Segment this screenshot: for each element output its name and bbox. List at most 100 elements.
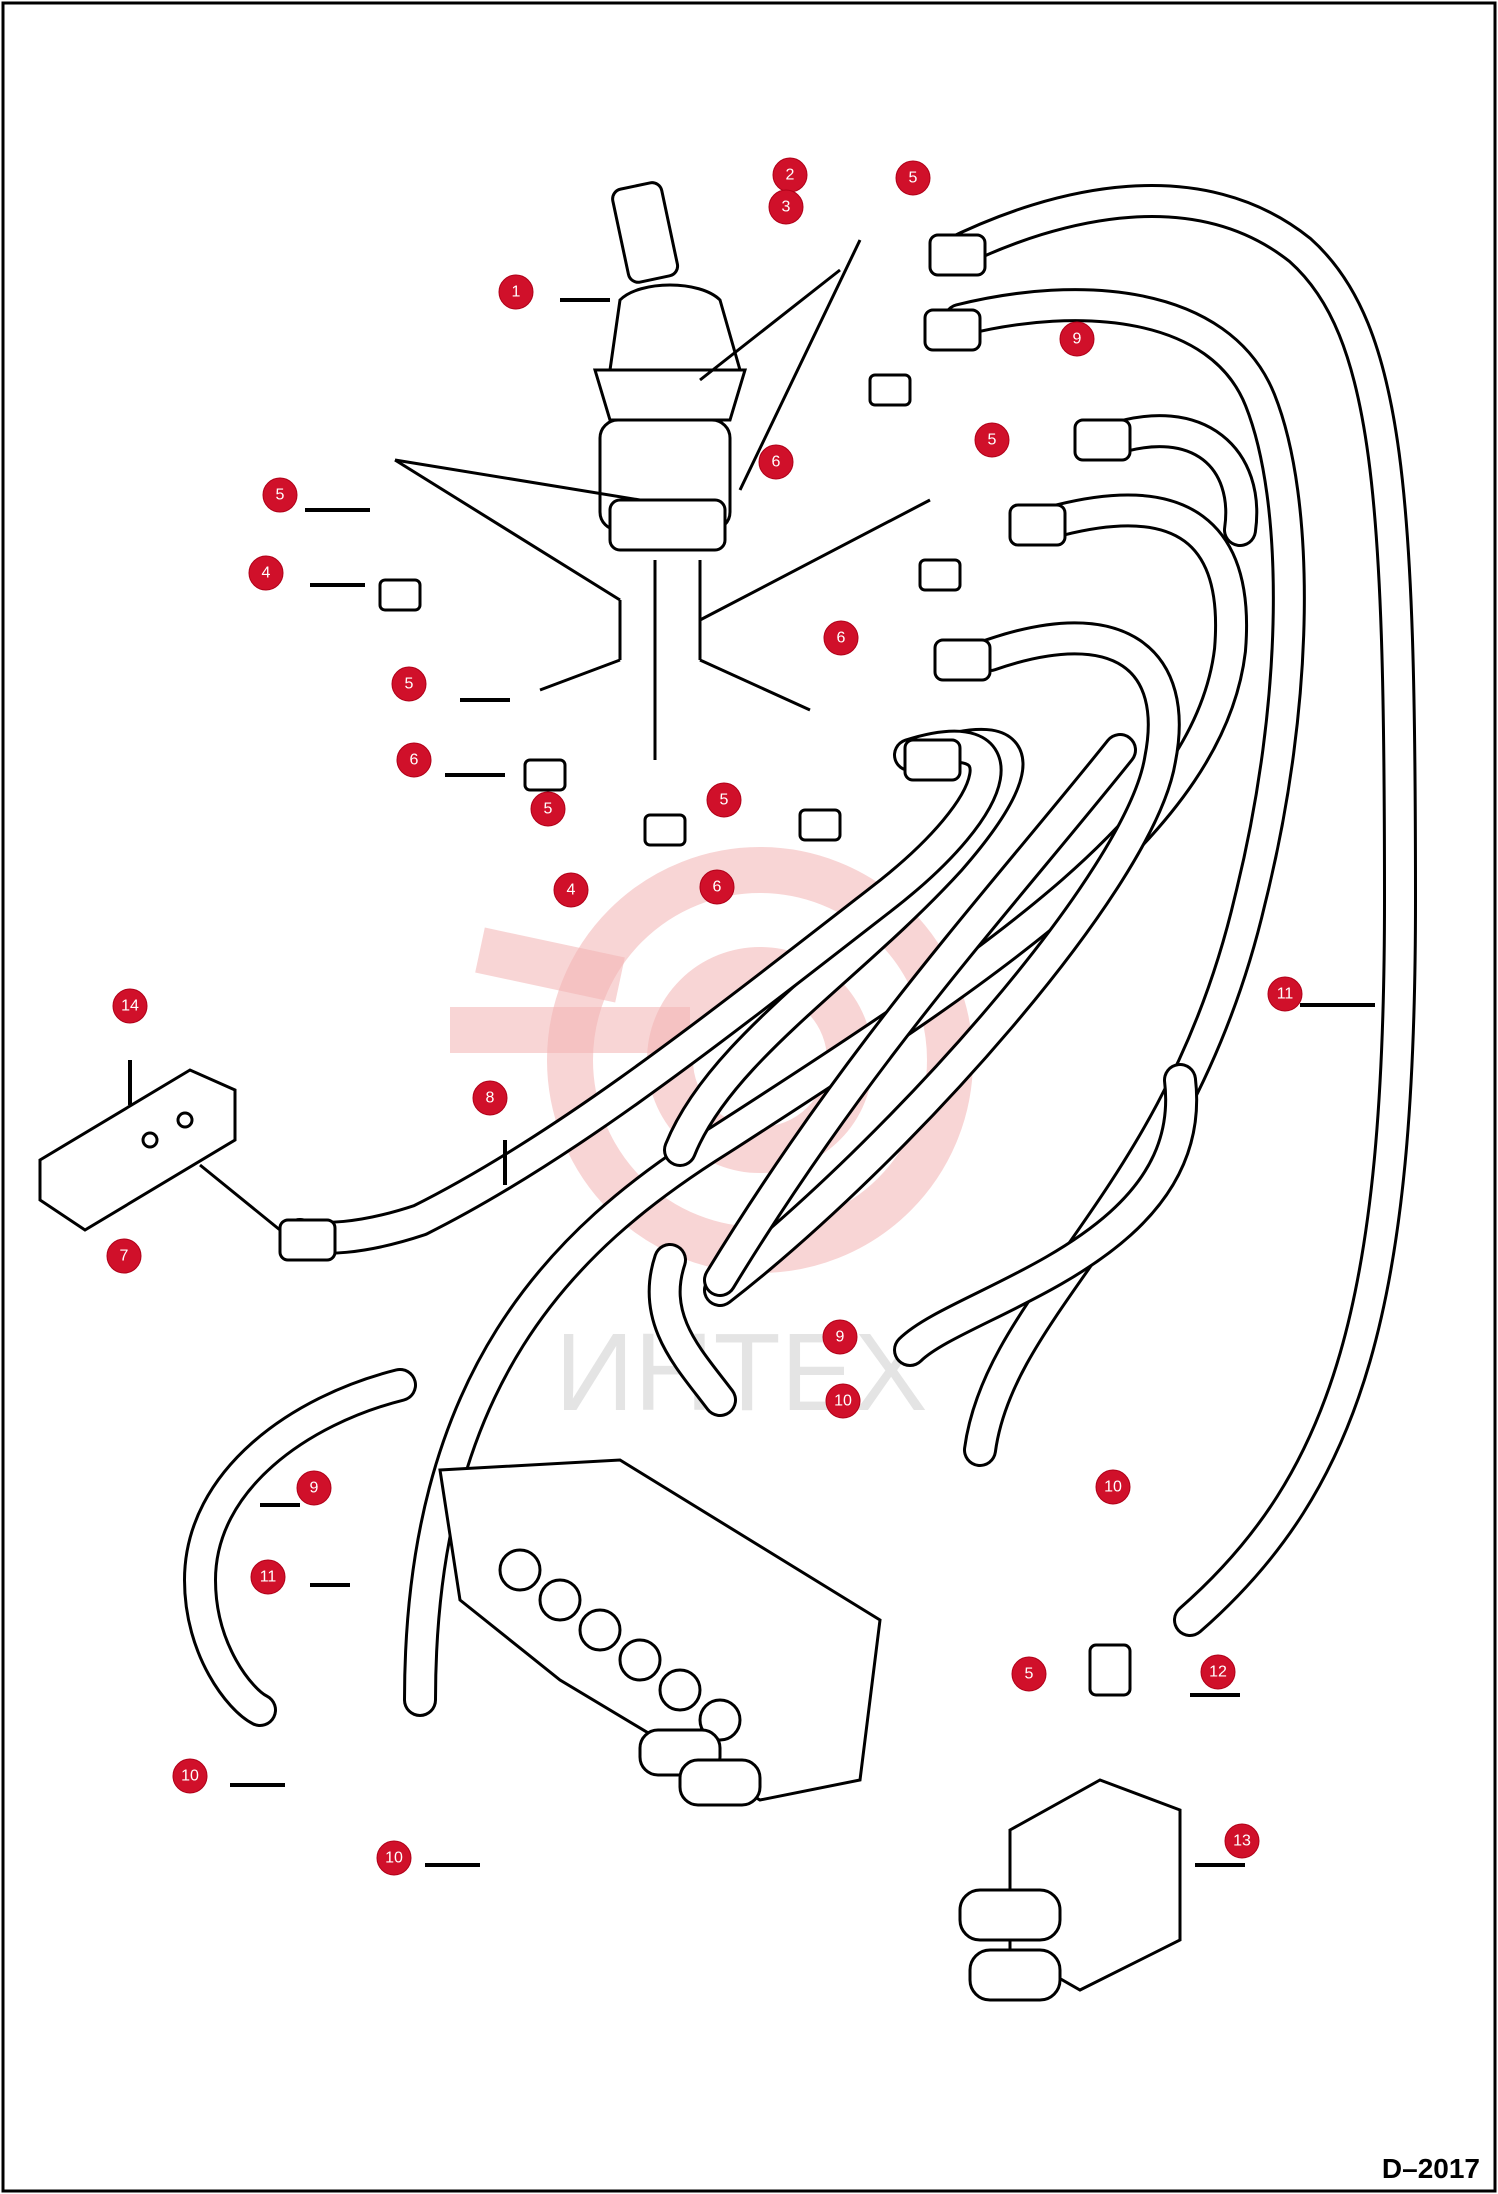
callout-marker (1267, 976, 1303, 1012)
callout-5: 5 (706, 782, 742, 818)
callout-label: 4 (567, 882, 576, 899)
control-valve-bank (438, 1458, 882, 1807)
callout-6: 6 (758, 444, 794, 480)
callout-marker (1200, 1654, 1236, 1690)
callout-label: 9 (836, 1329, 845, 1346)
callout-10: 10 (825, 1383, 861, 1419)
callout-marker (825, 1383, 861, 1419)
callout-marker (1059, 321, 1095, 357)
callout-label: 10 (181, 1768, 199, 1785)
leader-lines (128, 298, 1375, 1867)
callout-8: 8 (472, 1080, 508, 1116)
callout-label: 7 (120, 1248, 129, 1265)
port-relief-block (958, 1643, 1182, 2002)
callout-marker (974, 422, 1010, 458)
hoses (183, 184, 1417, 1727)
callout-label: 6 (713, 879, 722, 896)
callout-label: 1 (512, 284, 521, 301)
callout-5: 5 (1011, 1656, 1047, 1692)
callout-label: 3 (782, 199, 791, 216)
callout-marker (262, 477, 298, 513)
callout-label: 10 (834, 1393, 852, 1410)
callout-label: 5 (1025, 1666, 1034, 1683)
callout-1: 1 (498, 274, 534, 310)
callout-label: 12 (1209, 1664, 1227, 1681)
callout-marker (498, 274, 534, 310)
callout-5: 5 (895, 160, 931, 196)
callout-4: 4 (248, 555, 284, 591)
callout-5: 5 (262, 477, 298, 513)
callout-label: 5 (988, 432, 997, 449)
callout-6: 6 (699, 869, 735, 905)
callout-marker (1224, 1823, 1260, 1859)
callout-label: 4 (262, 565, 271, 582)
joystick-control-valve (394, 181, 931, 760)
callout-marker (396, 742, 432, 778)
callout-4: 4 (553, 872, 589, 908)
callout-10: 10 (1095, 1469, 1131, 1505)
callout-label: 14 (121, 998, 139, 1015)
callout-marker (823, 620, 859, 656)
callout-marker (895, 160, 931, 196)
callout-label: 6 (410, 752, 419, 769)
callout-5: 5 (530, 791, 566, 827)
callout-6: 6 (396, 742, 432, 778)
callout-11: 11 (1267, 976, 1303, 1012)
callout-marker (553, 872, 589, 908)
callout-label: 5 (405, 676, 414, 693)
callout-2: 2 (772, 157, 808, 193)
callout-10: 10 (376, 1840, 412, 1876)
watermark-text: ИНТЕХ (555, 1311, 927, 1434)
callout-3: 3 (768, 189, 804, 225)
callout-7: 7 (106, 1238, 142, 1274)
callout-12: 12 (1200, 1654, 1236, 1690)
callout-13: 13 (1224, 1823, 1260, 1859)
drawing-number: D–2017 (1382, 2153, 1480, 2184)
callout-marker (172, 1758, 208, 1794)
callout-label: 10 (385, 1850, 403, 1867)
fittings (278, 233, 1132, 1262)
callout-5: 5 (391, 666, 427, 702)
callout-5: 5 (974, 422, 1010, 458)
callout-marker (758, 444, 794, 480)
callout-10: 10 (172, 1758, 208, 1794)
callout-9: 9 (296, 1470, 332, 1506)
callout-9: 9 (1059, 321, 1095, 357)
callout-marker (768, 189, 804, 225)
callout-label: 9 (310, 1480, 319, 1497)
callout-marker (472, 1080, 508, 1116)
callout-label: 10 (1104, 1479, 1122, 1496)
callout-marker (1011, 1656, 1047, 1692)
callout-6: 6 (823, 620, 859, 656)
callout-marker (530, 791, 566, 827)
callout-marker (699, 869, 735, 905)
callout-marker (112, 988, 148, 1024)
callout-label: 2 (786, 167, 795, 184)
callout-label: 9 (1073, 331, 1082, 348)
callout-marker (376, 1840, 412, 1876)
callout-marker (248, 555, 284, 591)
callout-label: 5 (909, 170, 918, 187)
callout-marker (106, 1238, 142, 1274)
callout-label: 5 (720, 792, 729, 809)
callout-label: 13 (1233, 1833, 1251, 1850)
callout-label: 6 (772, 454, 781, 471)
callout-label: 5 (544, 801, 553, 818)
callout-14: 14 (112, 988, 148, 1024)
callout-label: 8 (486, 1090, 495, 1107)
manifold-block (38, 1068, 281, 1232)
callout-marker (250, 1559, 286, 1595)
callout-label: 11 (1277, 986, 1294, 1003)
callout-label: 11 (260, 1569, 277, 1586)
callout-marker (391, 666, 427, 702)
callout-label: 6 (837, 630, 846, 647)
callout-11: 11 (250, 1559, 286, 1595)
callout-marker (1095, 1469, 1131, 1505)
callout-9: 9 (822, 1319, 858, 1355)
callout-marker (706, 782, 742, 818)
callout-label: 5 (276, 487, 285, 504)
callout-marker (822, 1319, 858, 1355)
